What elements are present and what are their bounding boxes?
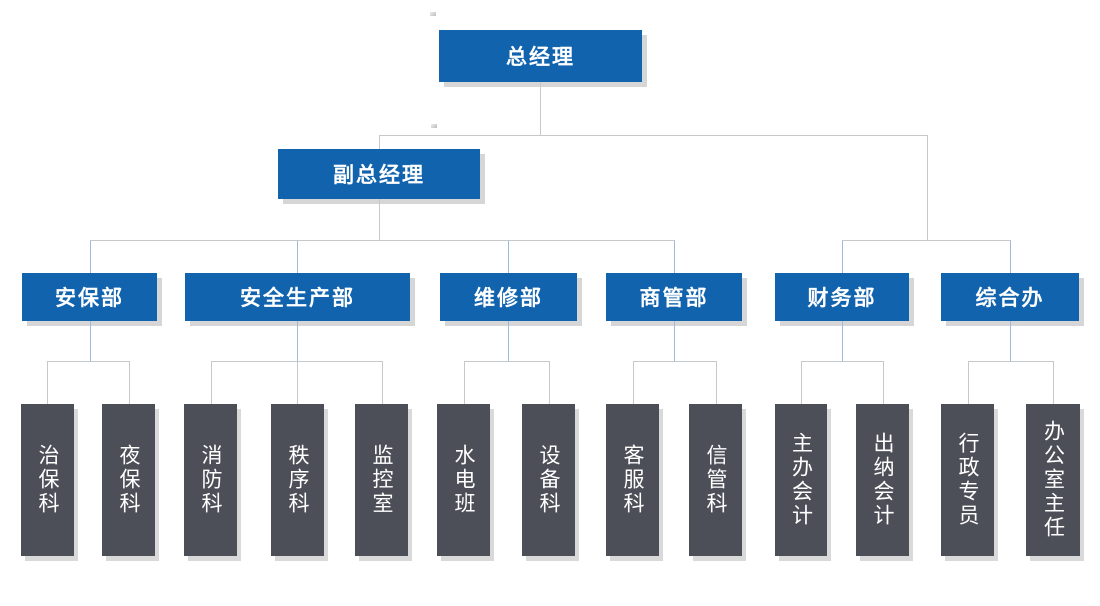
sub-node-fire: 消防科 xyxy=(184,404,237,556)
sub-node-label: 治保科 xyxy=(36,444,59,516)
dept-label: 维修部 xyxy=(474,287,543,310)
connector-line xyxy=(379,136,380,149)
connector-line xyxy=(297,362,298,404)
sub-node-label: 出纳会计 xyxy=(871,432,894,528)
sub-node-label: 客服科 xyxy=(621,444,644,516)
connector-line xyxy=(968,361,1054,362)
sub-node-yebao: 夜保科 xyxy=(102,404,155,556)
connector-line xyxy=(297,241,298,273)
node-general-manager: 总经理 xyxy=(439,30,642,82)
connector-line xyxy=(927,136,928,241)
connector-line xyxy=(211,361,383,362)
sub-node-monitoring: 监控室 xyxy=(355,404,408,556)
connector-line xyxy=(47,362,48,404)
dept-node-general-office: 综合办 xyxy=(941,273,1079,321)
sub-node-label: 主办会计 xyxy=(789,432,813,528)
connector-line xyxy=(842,321,843,361)
connector-line xyxy=(716,362,717,404)
dept-label: 安全生产部 xyxy=(240,287,355,310)
dept-node-security: 安保部 xyxy=(22,273,157,321)
sub-node-equipment: 设备科 xyxy=(522,404,575,556)
connector-line xyxy=(508,321,509,361)
connector-line xyxy=(379,199,380,241)
sub-node-admin-specialist: 行政专员 xyxy=(941,404,994,556)
connector-line xyxy=(382,362,383,404)
connector-line xyxy=(674,321,675,361)
connector-line xyxy=(464,362,465,404)
connector-line xyxy=(211,362,212,404)
connector-line xyxy=(90,321,91,361)
connector-line xyxy=(1010,241,1011,273)
sub-node-chief-accountant: 主办会计 xyxy=(775,404,827,556)
connector-line xyxy=(508,241,509,273)
node-label: 副总经理 xyxy=(333,164,425,187)
connector-line xyxy=(801,361,884,362)
dept-label: 综合办 xyxy=(975,287,1045,310)
dept-label: 商管部 xyxy=(639,287,709,310)
connector-line xyxy=(842,241,843,273)
sub-node-label: 设备科 xyxy=(537,444,560,516)
node-label: 总经理 xyxy=(506,46,575,69)
connector-line xyxy=(801,362,802,404)
connector-line xyxy=(47,361,130,362)
connector-line xyxy=(464,361,550,362)
connector-line xyxy=(633,361,717,362)
connector-line xyxy=(842,240,1011,241)
dept-node-finance: 财务部 xyxy=(775,273,909,321)
artifact-mark xyxy=(430,12,436,16)
connector-line xyxy=(633,362,634,404)
artifact-mark xyxy=(431,124,437,128)
sub-node-label: 水电班 xyxy=(452,444,475,516)
dept-node-safety-production: 安全生产部 xyxy=(185,273,410,321)
connector-line xyxy=(540,82,541,136)
sub-node-label: 行政专员 xyxy=(956,432,979,528)
connector-line xyxy=(90,240,675,241)
sub-node-order: 秩序科 xyxy=(271,404,324,556)
sub-node-label: 信管科 xyxy=(704,444,727,516)
connector-line xyxy=(90,241,91,273)
sub-node-label: 夜保科 xyxy=(117,444,140,516)
connector-line xyxy=(968,362,969,404)
sub-node-office-director: 办公室主任 xyxy=(1026,404,1080,556)
node-deputy-general-manager: 副总经理 xyxy=(278,149,480,199)
connector-line xyxy=(674,241,675,273)
connector-line xyxy=(549,362,550,404)
connector-line xyxy=(129,362,130,404)
connector-line xyxy=(1010,321,1011,361)
sub-node-label: 监控室 xyxy=(370,444,393,516)
sub-node-utilities: 水电班 xyxy=(437,404,490,556)
sub-node-label: 办公室主任 xyxy=(1041,420,1065,540)
sub-node-info-management: 信管科 xyxy=(689,404,742,556)
sub-node-label: 秩序科 xyxy=(286,444,309,516)
connector-line xyxy=(1053,362,1054,404)
dept-label: 财务部 xyxy=(807,287,877,310)
sub-node-customer-service: 客服科 xyxy=(606,404,659,556)
sub-node-zhibao: 治保科 xyxy=(21,404,74,556)
sub-node-cashier-accountant: 出纳会计 xyxy=(856,404,909,556)
dept-node-maintenance: 维修部 xyxy=(440,273,577,321)
sub-node-label: 消防科 xyxy=(199,444,222,516)
connector-line xyxy=(297,321,298,361)
connector-line xyxy=(883,362,884,404)
dept-node-business-management: 商管部 xyxy=(606,273,742,321)
connector-line xyxy=(379,135,928,136)
dept-label: 安保部 xyxy=(55,287,124,310)
